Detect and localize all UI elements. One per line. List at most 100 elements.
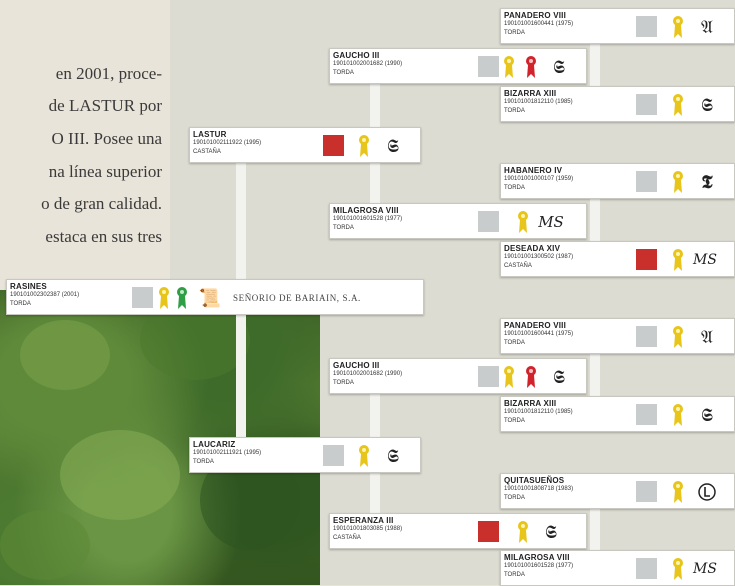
stump-mark-icon: 𝕾 <box>701 94 713 116</box>
tree-connector <box>590 26 600 106</box>
stump-mark-icon: 𝕾 <box>553 366 565 388</box>
animal-name: PANADERO VIII <box>504 321 567 330</box>
great-grandparent-card[interactable]: BIZARRA XIII 190101001812110 (1985) TORD… <box>500 86 735 122</box>
t-brand-mark-icon: 𝕿 <box>701 171 713 193</box>
color-tile <box>323 445 344 466</box>
color-tile <box>478 56 499 77</box>
tree-connector <box>590 490 600 570</box>
registration-number: 190101001600441 (1975) <box>504 331 574 337</box>
yellow-ribbon-icon <box>504 366 514 388</box>
great-grandparent-card[interactable]: BIZARRA XIII 190101001812110 (1985) TORD… <box>500 396 735 432</box>
breeder-name: SEÑORIO DE BARIAIN, S.A. <box>233 293 361 303</box>
animal-name: GAUCHO III <box>333 51 380 60</box>
sire-card[interactable]: LASTUR 190101002111922 (1995) CASTAÑA 𝕾 <box>189 127 421 163</box>
animal-name: QUITASUEÑOS <box>504 476 565 485</box>
registration-number: 190101001808718 (1983) <box>504 486 574 492</box>
color-tile <box>636 94 657 115</box>
color-tile <box>636 404 657 425</box>
animal-name: BIZARRA XIII <box>504 399 557 408</box>
stump-mark-icon: 📜 <box>198 287 222 309</box>
ms-monogram-icon: MS <box>693 252 717 268</box>
grandparent-card[interactable]: GAUCHO III 190101002001682 (1990) TORDA … <box>329 48 587 84</box>
intro-line: en 2001, proce- <box>55 64 162 83</box>
coat-color: TORDA <box>193 459 214 465</box>
coat-color: TORDA <box>504 340 525 346</box>
coat-color: TORDA <box>10 301 31 307</box>
yellow-ribbon-icon <box>159 287 169 309</box>
coat-color: TORDA <box>504 495 525 501</box>
intro-line: na línea superior <box>48 162 162 181</box>
color-tile <box>478 211 499 232</box>
animal-name: RASINES <box>10 282 47 291</box>
color-tile <box>636 558 657 579</box>
coat-color: CASTAÑA <box>504 263 532 269</box>
great-grandparent-card[interactable]: PANADERO VIII 190101001600441 (1975) TOR… <box>500 318 735 354</box>
color-tile <box>323 135 344 156</box>
great-grandparent-card[interactable]: MILAGROSA VIII 190101001601528 (1977) TO… <box>500 550 735 586</box>
registration-number: 190101001812110 (1985) <box>504 409 573 415</box>
yellow-ribbon-icon <box>673 404 683 426</box>
animal-name: DESEADA XIV <box>504 244 561 253</box>
yellow-ribbon-icon <box>518 521 528 543</box>
intro-line: O III. Posee una <box>51 129 162 148</box>
great-grandparent-card[interactable]: HABANERO IV 190101001000107 (1959) TORDA… <box>500 163 735 199</box>
tree-connector <box>590 335 600 415</box>
intro-text: en 2001, proce- de LASTUR por O III. Pos… <box>0 58 172 278</box>
registration-number: 190101001000107 (1959) <box>504 176 574 182</box>
registration-number: 190101001601528 (1977) <box>504 563 574 569</box>
intro-line: estaca en sus tres <box>45 227 162 246</box>
yellow-ribbon-icon <box>359 445 369 467</box>
animal-name: GAUCHO III <box>333 361 380 370</box>
coat-color: TORDA <box>333 225 354 231</box>
animal-name: ESPERANZA III <box>333 516 394 525</box>
grandparent-card[interactable]: ESPERANZA III 190101001803085 (1988) CAS… <box>329 513 587 549</box>
stump-mark-icon: 𝕾 <box>387 135 399 157</box>
yellow-ribbon-icon <box>504 56 514 78</box>
coat-color: TORDA <box>504 108 525 114</box>
a-brand-mark-icon: 𝔄 <box>701 16 713 38</box>
yellow-ribbon-icon <box>673 326 683 348</box>
coat-color: TORDA <box>504 418 525 424</box>
registration-number: 190101002302387 (2001) <box>10 292 80 298</box>
intro-line: o de gran calidad. <box>41 194 162 213</box>
yellow-ribbon-icon <box>673 16 683 38</box>
root-animal-card[interactable]: RASINES 190101002302387 (2001) TORDA 📜 S… <box>6 279 424 315</box>
stump-mark-icon: 𝕾 <box>387 445 399 467</box>
coat-color: CASTAÑA <box>333 535 361 541</box>
grandparent-card[interactable]: MILAGROSA VIII 190101001601528 (1977) TO… <box>329 203 587 239</box>
coat-color: TORDA <box>504 30 525 36</box>
registration-number: 190101002001682 (1990) <box>333 61 403 67</box>
registration-number: 190101001300502 (1987) <box>504 254 574 260</box>
yellow-ribbon-icon <box>673 558 683 580</box>
yellow-ribbon-icon <box>673 94 683 116</box>
yellow-ribbon-icon <box>673 481 683 503</box>
coat-color: TORDA <box>333 380 354 386</box>
green-ribbon-icon <box>177 287 187 309</box>
color-tile <box>636 16 657 37</box>
animal-name: LASTUR <box>193 130 227 139</box>
animal-name: HABANERO IV <box>504 166 563 175</box>
yellow-ribbon-icon <box>359 135 369 157</box>
circle-l-mark-icon <box>698 483 716 501</box>
registration-number: 190101001600441 (1975) <box>504 21 574 27</box>
a-brand-mark-icon: 𝔄 <box>701 326 713 348</box>
coat-color: CASTAÑA <box>193 149 221 155</box>
great-grandparent-card[interactable]: QUITASUEÑOS 190101001808718 (1983) TORDA <box>500 473 735 509</box>
great-grandparent-card[interactable]: PANADERO VIII 190101001600441 (1975) TOR… <box>500 8 735 44</box>
coat-color: TORDA <box>333 70 354 76</box>
red-ribbon-icon <box>526 56 536 78</box>
dam-card[interactable]: LAUCARIZ 190101002111921 (1995) TORDA 𝕾 <box>189 437 421 473</box>
coat-color: TORDA <box>504 185 525 191</box>
great-grandparent-card[interactable]: DESEADA XIV 190101001300502 (1987) CASTA… <box>500 241 735 277</box>
color-tile <box>636 326 657 347</box>
color-tile <box>478 521 499 542</box>
stump-mark-icon: 𝕾 <box>545 521 557 543</box>
registration-number: 190101002111921 (1995) <box>193 450 262 456</box>
registration-number: 190101002111922 (1995) <box>193 140 262 146</box>
animal-name: MILAGROSA VIII <box>333 206 399 215</box>
intro-line: de LASTUR por <box>48 96 162 115</box>
color-tile <box>132 287 153 308</box>
grandparent-card[interactable]: GAUCHO III 190101002001682 (1990) TORDA … <box>329 358 587 394</box>
animal-name: MILAGROSA VIII <box>504 553 570 562</box>
stump-mark-icon: 𝕾 <box>553 56 565 78</box>
